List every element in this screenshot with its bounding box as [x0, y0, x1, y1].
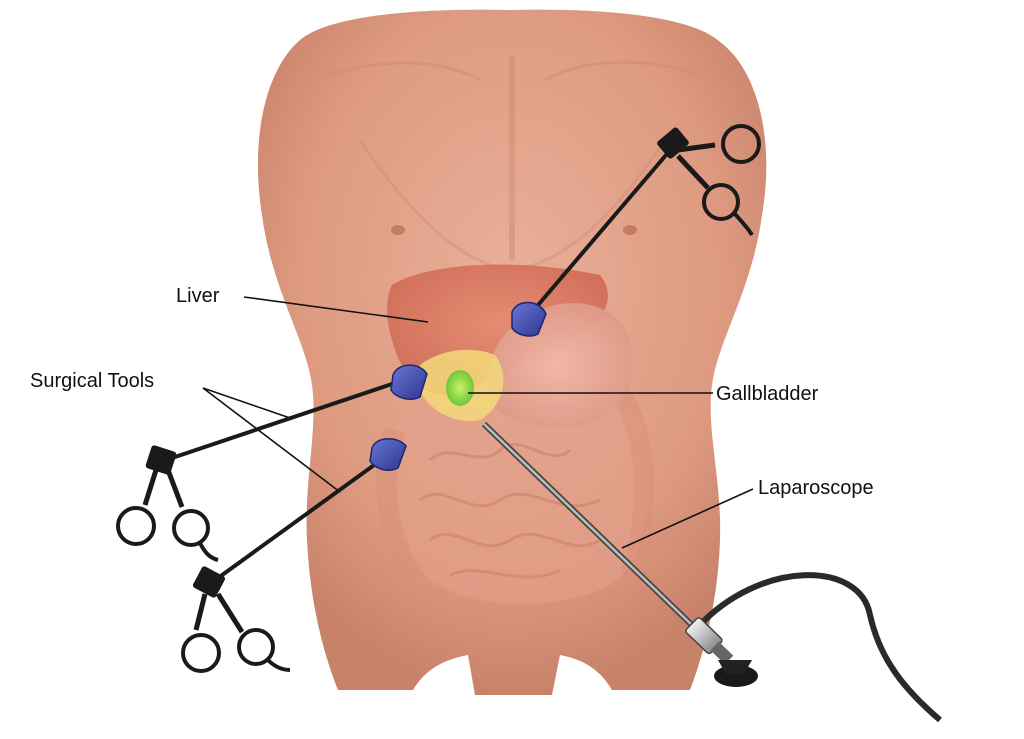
trocar-port-icon [369, 438, 407, 471]
label-liver: Liver [176, 285, 220, 307]
gallbladder-organ [446, 370, 474, 406]
small-intestine [395, 405, 648, 604]
laparoscope-icon [481, 421, 942, 723]
label-laparoscope: Laparoscope [758, 477, 874, 499]
trocar-port-icon [511, 301, 547, 337]
grasper-forceps-icon [525, 124, 761, 320]
leader-lines [202, 296, 754, 549]
label-surgical-tools: Surgical Tools [30, 370, 155, 392]
grasper-forceps-icon [181, 453, 390, 673]
trocar-port-icon [390, 364, 428, 400]
label-gallbladder: Gallbladder [716, 383, 819, 405]
grasper-forceps-icon [116, 381, 396, 562]
